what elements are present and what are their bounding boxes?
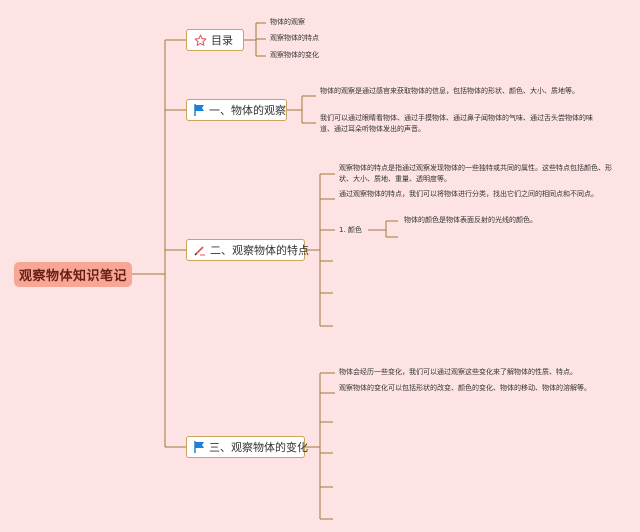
branch-observation-label: 一、物体的观察 [209, 104, 286, 117]
observation-note-2: 我们可以通过眼睛看物体、通过手摸物体、通过鼻子闻物体的气味、通过舌头尝物体的味道… [320, 114, 593, 133]
root-title: 观察物体知识笔记 [18, 269, 127, 284]
branch-changes[interactable]: 三、观察物体的变化 [186, 436, 308, 458]
branch-characteristics[interactable]: 二、观察物体的特点 [186, 239, 309, 261]
root-topic: 观察物体知识笔记 [14, 262, 132, 287]
changes-note-2: 观察物体的变化可以包括形状的改变、颜色的变化、物体的移动、物体的溶解等。 [339, 384, 591, 392]
color-subtopic: 1. 颜色 [339, 226, 362, 234]
flag-icon [194, 104, 205, 116]
toc-item-3: 观察物体的变化 [270, 51, 319, 59]
characteristics-note-1: 观察物体的特点是指通过观察发现物体的一些独特或共同的属性。这些特点包括颜色、形状… [339, 164, 612, 183]
branch-toc-label: 目录 [211, 34, 233, 47]
flag-icon [194, 441, 205, 453]
branch-characteristics-label: 二、观察物体的特点 [210, 244, 309, 257]
star-icon [194, 34, 207, 47]
toc-item-1: 物体的观察 [270, 18, 305, 26]
branch-changes-label: 三、观察物体的变化 [209, 441, 308, 454]
color-note: 物体的颜色是物体表面反射的光线的颜色。 [404, 216, 537, 224]
characteristics-note-2: 通过观察物体的特点，我们可以将物体进行分类，找出它们之间的相同点和不同点。 [339, 190, 598, 198]
changes-note-1: 物体会经历一些变化，我们可以通过观察这些变化来了解物体的性质、特点。 [339, 368, 577, 376]
pencil-icon [194, 244, 206, 256]
branch-toc[interactable]: 目录 [186, 29, 244, 51]
observation-note-1: 物体的观察是通过感官来获取物体的信息，包括物体的形状、颜色、大小、质地等。 [320, 87, 579, 95]
branch-observation[interactable]: 一、物体的观察 [186, 99, 287, 121]
toc-item-2: 观察物体的特点 [270, 34, 319, 42]
